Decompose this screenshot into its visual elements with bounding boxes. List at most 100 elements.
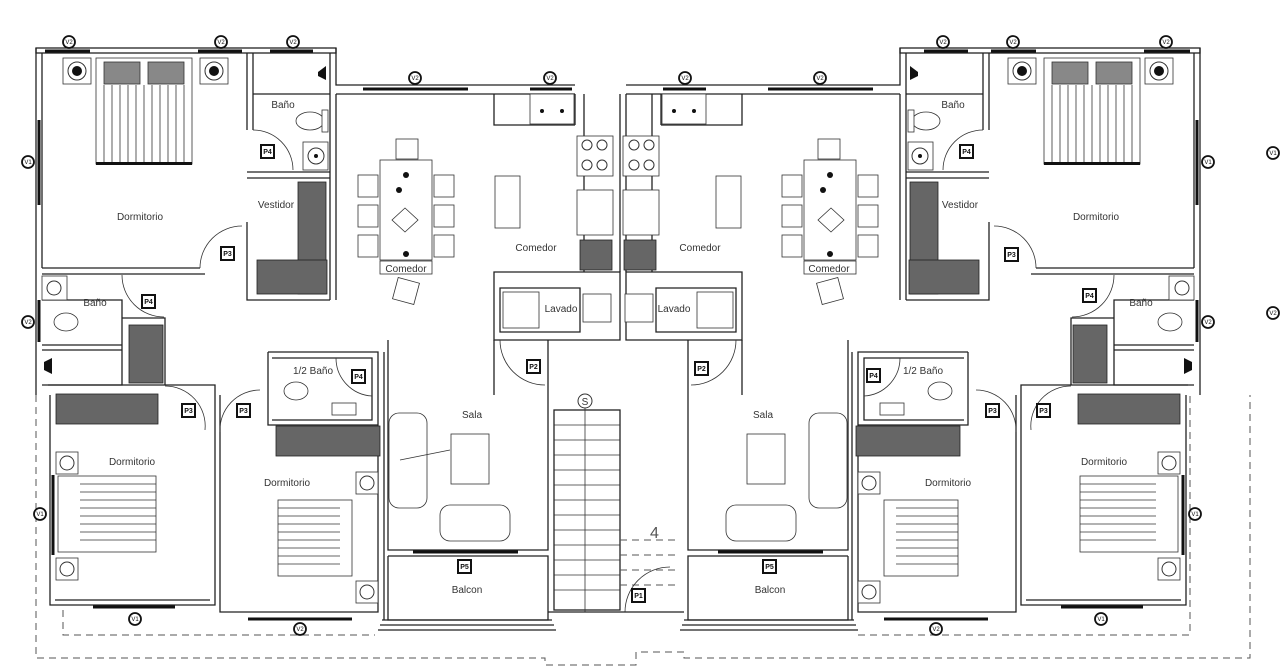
svg-text:V2: V2 [1269,311,1277,317]
room-label-bedroom-2: Dormitorio [109,457,156,468]
room-label-bedroom-3: Dormitorio [264,478,311,489]
room-label-bedroom-2: Dormitorio [1081,457,1128,468]
window-tag-v2: V2 [408,71,422,85]
svg-text:P3: P3 [988,408,997,415]
svg-text:P3: P3 [1039,408,1048,415]
room-label-master-bath: Baño [271,100,295,111]
window-tag-v2: V2 [1266,306,1280,320]
svg-text:V1: V1 [1204,160,1212,166]
svg-text:V1: V1 [1191,512,1199,518]
door-tag-p1: P1 [631,588,646,603]
svg-text:V1: V1 [1097,617,1105,623]
window-tag-v2: V2 [21,315,35,329]
room-label-living: Sala [462,410,482,421]
svg-text:V2: V2 [546,76,554,82]
svg-text:V2: V2 [939,40,947,46]
svg-text:P2: P2 [697,366,706,373]
svg-text:P4: P4 [263,149,272,156]
window-tag-v1: V1 [1094,612,1108,626]
svg-text:P3: P3 [1007,252,1016,259]
window-tag-v2: V2 [929,622,943,636]
door-tag-p3: P3 [220,246,235,261]
svg-text:V1: V1 [24,160,32,166]
window-tag-v1: V1 [128,612,142,626]
window-tag-v2: V2 [1159,35,1173,49]
window-tag-v1: V1 [21,155,35,169]
room-label-master-bedroom: Dormitorio [117,212,164,223]
room-label-secondary-bath: Baño [83,298,107,309]
svg-text:P3: P3 [239,408,248,415]
svg-text:V2: V2 [24,320,32,326]
window-tag-v1: V1 [1188,507,1202,521]
room-label-dining-table: Comedor [385,264,427,275]
door-tags: P4 P3 P4 P4 P3 P3 P2 P5 P1 P2 P5 P4 P3 P… [141,144,1097,603]
door-tag-p5: P5 [457,559,472,574]
window-tag-v2: V2 [62,35,76,49]
svg-text:P4: P4 [869,373,878,380]
window-tag-v2: V2 [293,622,307,636]
svg-text:P5: P5 [460,564,469,571]
svg-text:V2: V2 [932,627,940,633]
door-tag-p2: P2 [694,361,709,376]
room-label-living: Sala [753,410,773,421]
svg-text:V2: V2 [411,76,419,82]
stair-arrow-number: 4 [650,525,659,542]
door-tag-p4: P4 [866,368,881,383]
window-tag-v2: V2 [1201,315,1215,329]
svg-text:V2: V2 [816,76,824,82]
room-label-half-bath: 1/2 Baño [903,366,943,377]
door-swings [121,129,1115,433]
room-label-balcony: Balcon [452,585,483,596]
room-label-master-bedroom: Dormitorio [1073,212,1120,223]
right-unit-walls [625,47,1201,631]
left-unit-furniture [41,57,614,604]
svg-text:P4: P4 [962,149,971,156]
svg-text:P4: P4 [354,374,363,381]
svg-text:V2: V2 [217,40,225,46]
window-tag-v2: V2 [936,35,950,49]
door-tag-p4: P4 [351,369,366,384]
svg-text:V1: V1 [1269,151,1277,157]
window-tag-v2: V2 [543,71,557,85]
door-tag-p2: P2 [526,359,541,374]
window-tag-v2: V2 [678,71,692,85]
right-unit-labels: Dormitorio Baño Vestidor Comedor Comedor… [658,100,1154,596]
door-tag-p4: P4 [141,294,156,309]
svg-text:V2: V2 [1009,40,1017,46]
window-tag-v2: V2 [286,35,300,49]
windows [37,49,1199,621]
svg-text:V2: V2 [289,40,297,46]
door-tag-p4: P4 [1082,288,1097,303]
svg-text:P5: P5 [765,564,774,571]
room-label-dining-kitchen: Comedor [679,243,721,254]
window-tags: V2 V2 V2 V2 V2 V2 V2 V2 V2 V2 V1 V2 V1 V… [21,35,1280,636]
svg-text:P3: P3 [184,408,193,415]
svg-text:V2: V2 [681,76,689,82]
door-tag-p3: P3 [181,403,196,418]
stair: S 4 [548,393,684,613]
room-label-dining-table: Comedor [808,264,850,275]
room-label-dining-kitchen: Comedor [515,243,557,254]
site-boundary [35,395,1251,666]
window-tag-v2: V2 [214,35,228,49]
right-unit-furniture [622,57,1195,604]
door-tag-p3: P3 [1036,403,1051,418]
room-label-secondary-bath: Baño [1129,298,1153,309]
svg-text:V2: V2 [1204,320,1212,326]
door-tag-p4: P4 [959,144,974,159]
door-tag-p4: P4 [260,144,275,159]
room-label-laundry: Lavado [658,304,691,315]
window-tag-v1: V1 [33,507,47,521]
door-tag-p5: P5 [762,559,777,574]
window-tag-v2: V2 [813,71,827,85]
room-label-bedroom-3: Dormitorio [925,478,972,489]
door-tag-p3: P3 [236,403,251,418]
svg-text:V1: V1 [131,617,139,623]
room-label-half-bath: 1/2 Baño [293,366,333,377]
door-tag-p3: P3 [1004,247,1019,262]
room-label-laundry: Lavado [545,304,578,315]
svg-text:P3: P3 [223,251,232,258]
room-label-walk-in-closet: Vestidor [942,200,979,211]
window-tag-v2: V2 [1006,35,1020,49]
